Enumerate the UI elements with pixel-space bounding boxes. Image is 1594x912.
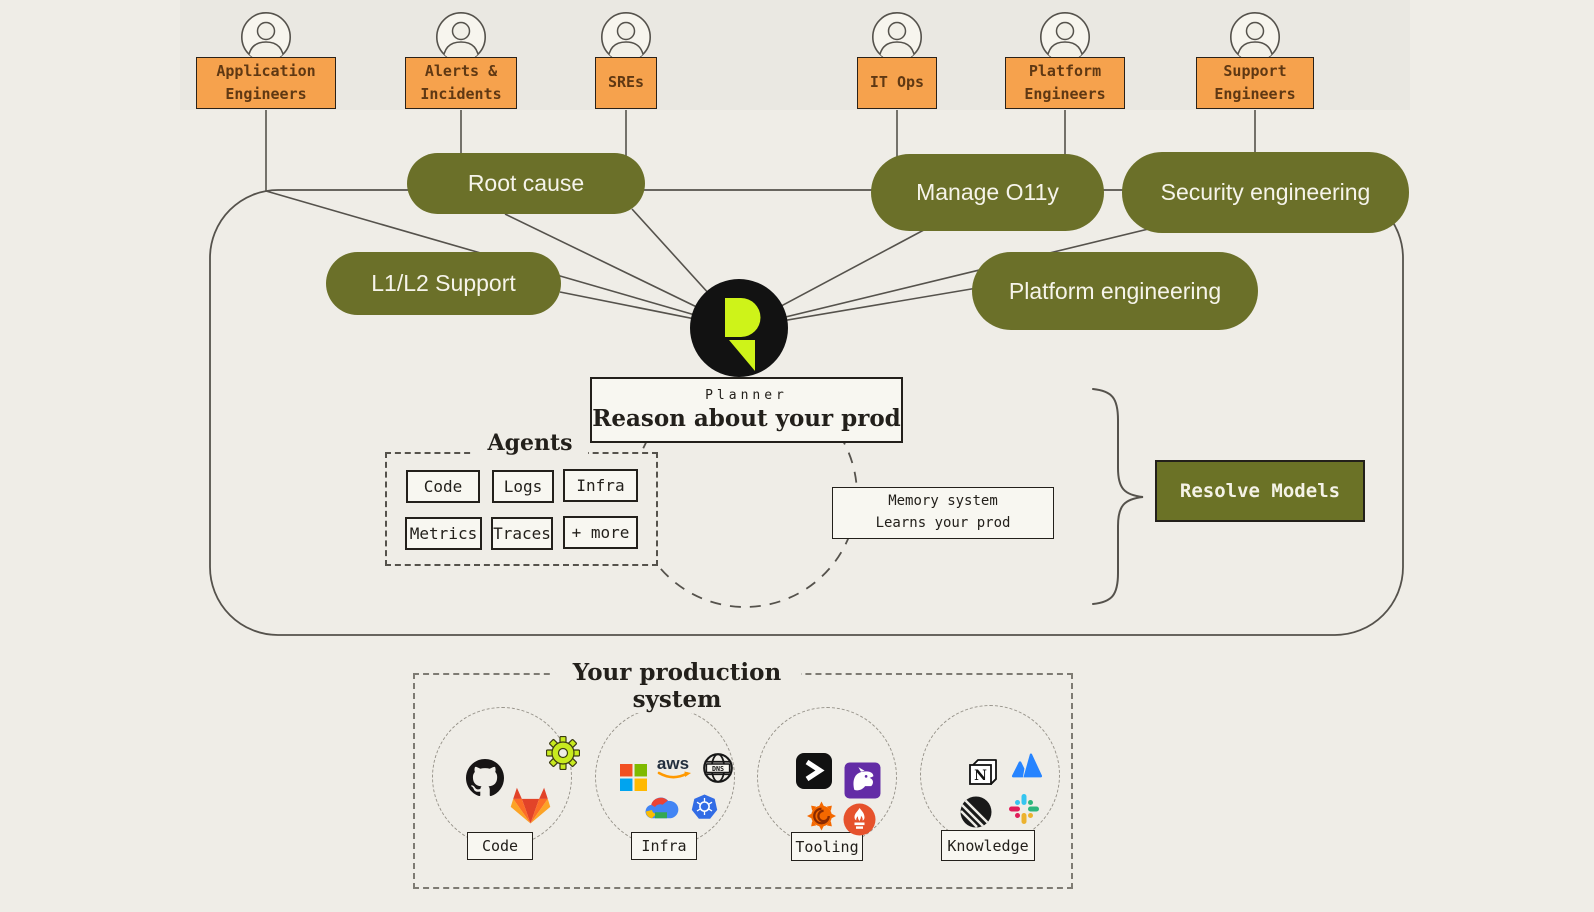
agent-chip-metrics: Metrics	[405, 517, 482, 550]
persona-alerts-incidents: Alerts & Incidents	[381, 11, 541, 109]
gear-icon	[546, 736, 580, 770]
slack-icon	[1009, 794, 1039, 824]
agent-chip-logs: Logs	[492, 470, 554, 503]
persona-label: Alerts & Incidents	[405, 57, 517, 109]
planner-kicker: Planner	[705, 388, 788, 403]
svg-text:aws: aws	[657, 754, 689, 773]
dns-icon: DNS	[703, 753, 733, 783]
group-label-tooling: Tooling	[791, 832, 863, 861]
splunk-icon	[796, 753, 832, 789]
prometheus-icon	[843, 803, 876, 836]
kubernetes-icon	[691, 794, 718, 819]
pill-root-cause: Root cause	[407, 153, 645, 214]
person-icon	[1039, 11, 1091, 63]
google-cloud-icon	[645, 797, 679, 819]
github-icon	[466, 759, 504, 797]
notion-icon: N	[969, 759, 997, 785]
datadog-icon	[844, 762, 881, 799]
container-outline	[209, 189, 1404, 636]
planner-box: Planner Reason about your prod	[590, 377, 903, 443]
memory-line2: Learns your prod	[875, 515, 1011, 531]
persona-application-engineers: Application Engineers	[186, 11, 346, 109]
agents-title: Agents	[472, 430, 588, 456]
memory-line1: Memory system	[888, 493, 998, 510]
gitlab-icon	[510, 787, 551, 824]
aws-icon: aws	[657, 754, 691, 779]
persona-label: Application Engineers	[196, 57, 336, 109]
persona-it-ops: IT Ops	[817, 11, 977, 109]
person-icon	[1229, 11, 1281, 63]
planner-title: Reason about your prod	[592, 405, 901, 432]
person-icon	[871, 11, 923, 63]
resolve-models-box: Resolve Models	[1155, 460, 1365, 522]
agent-chip-more: + more	[563, 516, 638, 549]
pill-security-engineering: Security engineering	[1122, 152, 1409, 233]
group-label-infra: Infra	[631, 832, 697, 860]
person-icon	[435, 11, 487, 63]
pill-platform-engineering: Platform engineering	[972, 252, 1258, 330]
linear-icon	[960, 796, 992, 828]
agent-chip-code: Code	[406, 470, 480, 503]
atlassian-icon	[1011, 753, 1043, 778]
persona-label: IT Ops	[856, 57, 938, 109]
svg-text:DNS: DNS	[712, 765, 724, 773]
person-icon	[240, 11, 292, 63]
persona-support-engineers: Support Engineers	[1175, 11, 1335, 109]
persona-label: Support Engineers	[1196, 57, 1314, 109]
agent-chip-traces: Traces	[491, 517, 553, 550]
curly-brace	[1092, 388, 1144, 605]
pill-manage-o11y: Manage O11y	[871, 154, 1104, 231]
agent-chip-infra: Infra	[563, 469, 638, 502]
pill-l1-l2-support: L1/L2 Support	[326, 252, 561, 315]
person-icon	[600, 11, 652, 63]
group-label-code: Code	[467, 832, 533, 860]
persona-sres: SREs	[546, 11, 706, 109]
grafana-icon	[807, 801, 836, 831]
production-system-title: Your production system	[553, 659, 801, 713]
group-label-knowledge: Knowledge	[941, 830, 1035, 861]
resolve-logo-icon	[690, 279, 788, 377]
persona-platform-engineers: Platform Engineers	[985, 11, 1145, 109]
microsoft-icon	[620, 764, 647, 791]
svg-text:N: N	[974, 768, 987, 784]
persona-label: SREs	[594, 57, 658, 109]
memory-system-box: Memory system Learns your prod	[832, 487, 1054, 539]
persona-label: Platform Engineers	[1005, 57, 1125, 109]
